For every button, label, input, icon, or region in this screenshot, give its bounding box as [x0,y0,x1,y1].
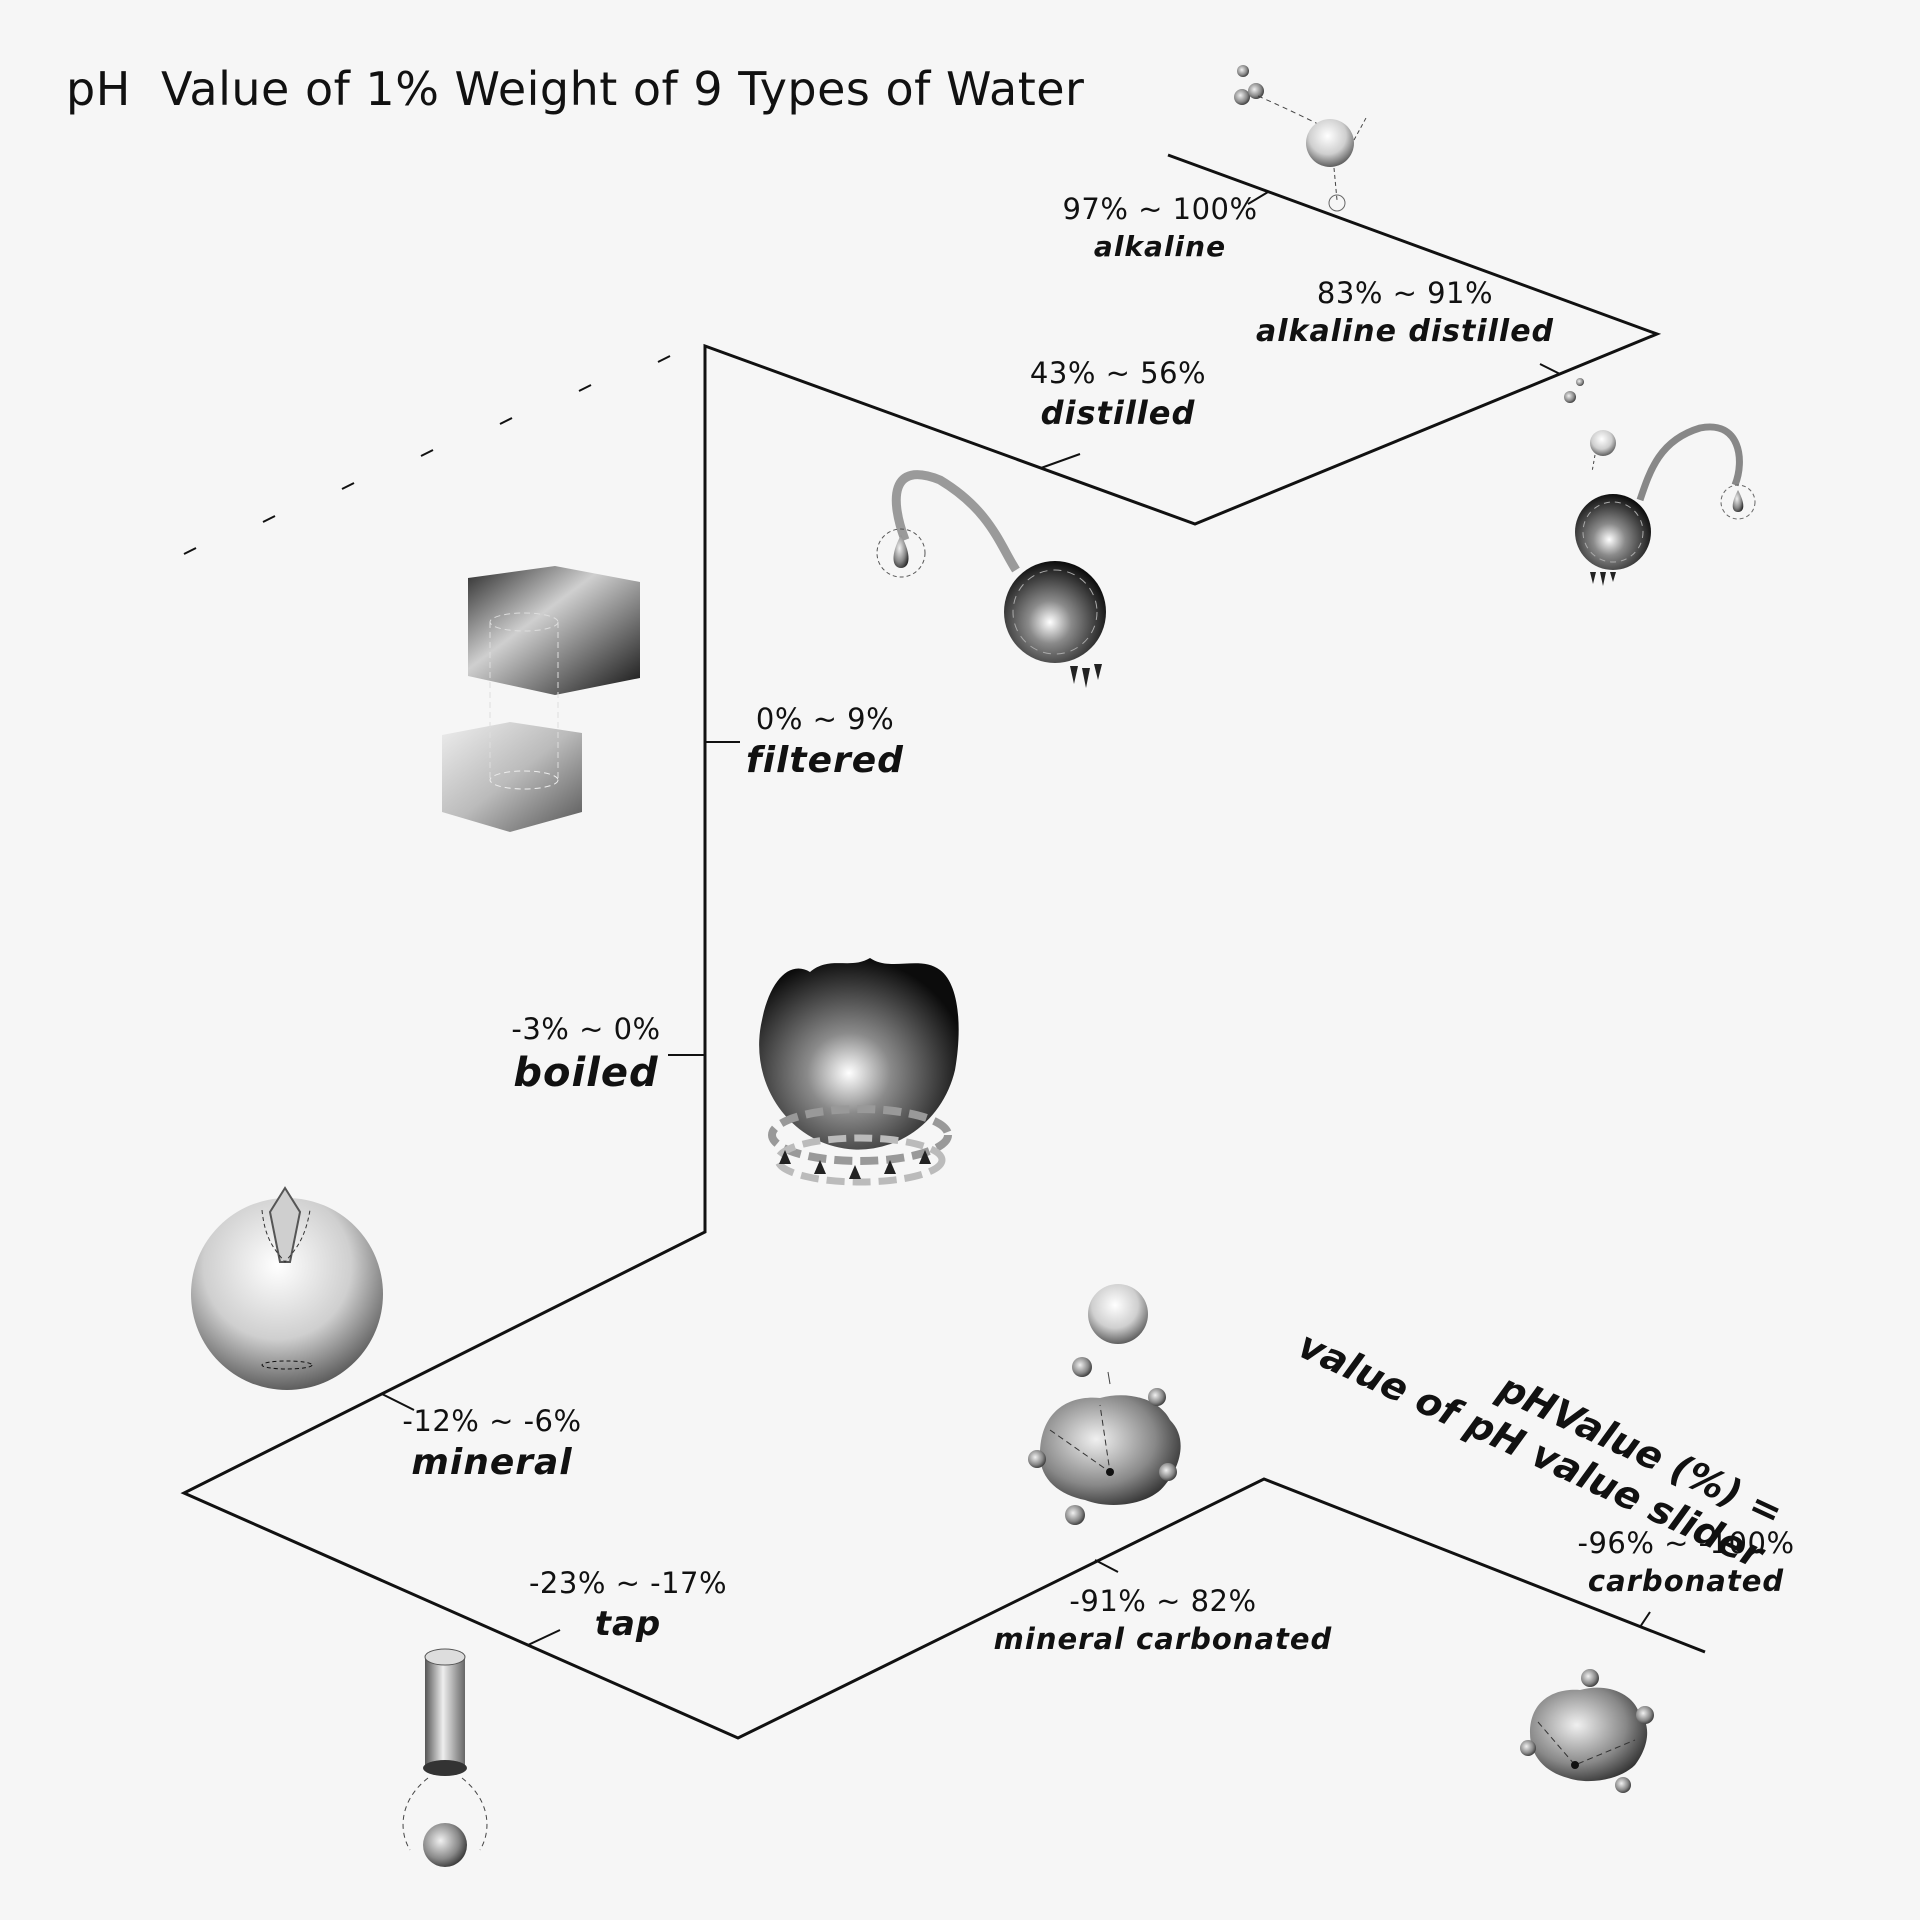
name-boiled: boiled [513,1050,659,1096]
name-alkaline-distilled: alkaline distilled [1255,314,1555,349]
label-mineral: -12% ~ -6% mineral [402,1404,581,1483]
mineral-illustration [191,1186,383,1390]
range-mineral-carbonated: -91% ~ 82% [1069,1584,1257,1618]
name-filtered: filtered [746,740,904,781]
label-carbonated: -96% ~ -100% carbonated [1577,1526,1794,1598]
mineral-carbonated-illustration [1028,1284,1181,1525]
label-distilled: 43% ~ 56% distilled [1030,356,1206,432]
filtered-illustration [442,566,640,832]
range-tap: -23% ~ -17% [528,1566,728,1600]
ph-path-line [180,153,1706,1740]
label-filtered: 0% ~ 9% filtered [746,702,904,781]
label-mineral-carbonated: -91% ~ 82% mineral carbonated [994,1584,1333,1656]
name-mineral-carbonated: mineral carbonated [993,1622,1333,1656]
alkaline-distilled-illustration [1564,378,1756,586]
distilled-illustration [876,470,1106,688]
range-alkaline-distilled: 83% ~ 91% [1316,276,1494,310]
name-tap: tap [594,1604,662,1644]
label-alkaline-distilled: 83% ~ 91% alkaline distilled [1256,276,1554,349]
boiled-illustration [759,958,959,1186]
name-alkaline: alkaline [1093,230,1227,263]
name-distilled: distilled [1040,394,1196,432]
label-tap: -23% ~ -17% tap [529,1566,727,1644]
tick-marks [381,191,1651,1646]
name-mineral: mineral [411,1442,573,1483]
range-distilled: 43% ~ 56% [1029,356,1207,390]
label-alkaline: 97% ~ 100% alkaline [1062,192,1257,263]
range-filtered: 0% ~ 9% [755,702,895,736]
tap-illustration [402,1648,488,1867]
carbonated-illustration [1520,1669,1654,1793]
dashed-guide [183,355,671,555]
range-carbonated: -96% ~ -100% [1577,1526,1795,1560]
name-carbonated: carbonated [1587,1564,1785,1598]
page-title: pH Value of 1% Weight of 9 Types of Wate… [66,62,1085,116]
label-boiled: -3% ~ 0% boiled [511,1012,660,1096]
range-boiled: -3% ~ 0% [511,1012,661,1046]
alkaline-illustration [1234,65,1367,212]
range-mineral: -12% ~ -6% [402,1404,582,1438]
range-alkaline: 97% ~ 100% [1062,192,1258,226]
